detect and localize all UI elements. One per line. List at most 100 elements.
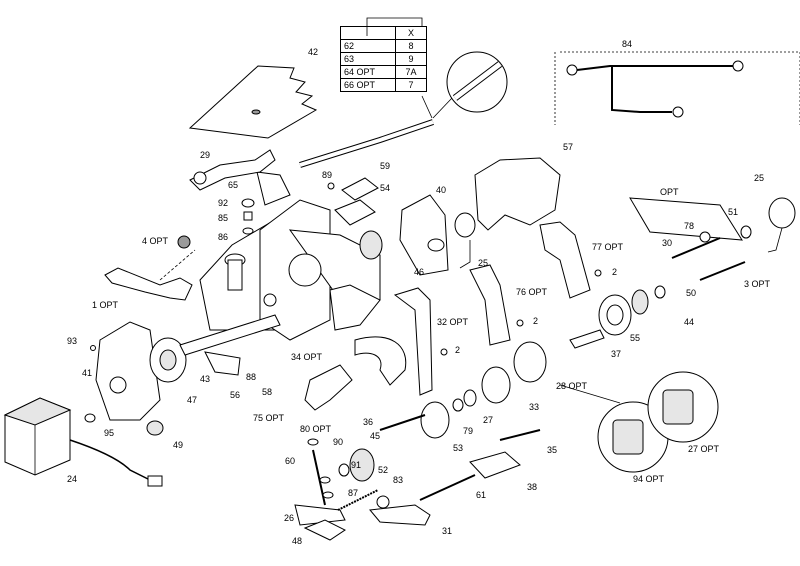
table-header-x: X (395, 26, 427, 40)
table-cell-x: 7A (395, 65, 427, 79)
part-25-wire (459, 240, 471, 269)
label-94-opt: 94 OPT (633, 474, 665, 484)
label-86: 86 (218, 232, 229, 242)
label-58: 58 (262, 387, 273, 397)
label-32-opt: 32 OPT (437, 317, 469, 327)
label-34-opt: 34 OPT (291, 352, 323, 362)
part-34-cover (329, 284, 381, 331)
part-77-bracket (539, 221, 591, 299)
part-25-sensor (454, 212, 476, 238)
label-36: 36 (363, 417, 374, 427)
label-25: 25 (754, 173, 765, 183)
label-91: 91 (351, 460, 362, 470)
part-85-screw (243, 211, 253, 221)
part-57-housing (474, 157, 561, 231)
part-86-washer (242, 227, 254, 235)
label-89: 89 (322, 170, 333, 180)
part-2-nut (594, 269, 602, 277)
label-55: 55 (630, 333, 641, 343)
label-43: 43 (200, 374, 211, 384)
label-85: 85 (218, 213, 229, 223)
label-30: 30 (662, 238, 673, 248)
label-28-opt: 28 OPT (556, 381, 588, 391)
label-87: 87 (348, 488, 359, 498)
part-59-block (341, 177, 379, 201)
label-79: 79 (463, 426, 474, 436)
label-77-opt: 77 OPT (592, 242, 624, 252)
table-cell-part: 66 OPT (340, 78, 396, 92)
label-61: 61 (476, 490, 487, 500)
table-cell-part: 63 (340, 52, 396, 66)
part-41-hole (109, 376, 127, 394)
part-4-knob (177, 235, 191, 249)
part-65-block (256, 171, 291, 206)
part-51-washer (740, 225, 752, 239)
part-25-sensor-b (768, 197, 796, 229)
part-40-hole (427, 238, 445, 252)
label-26: 26 (284, 513, 295, 523)
label-78: 78 (684, 221, 695, 231)
label-56: 56 (230, 390, 241, 400)
label-2: 2 (455, 345, 461, 355)
part-94-bracket (612, 419, 644, 455)
label-4-opt: 4 OPT (142, 236, 169, 246)
part-54-bracket (334, 199, 376, 226)
part-90-washer (338, 463, 350, 477)
label-25: 25 (478, 258, 489, 268)
label-92: 92 (218, 198, 229, 208)
label-2: 2 (612, 267, 618, 277)
label-opt: OPT (660, 187, 679, 197)
label-33: 33 (529, 402, 540, 412)
label-57: 57 (563, 142, 574, 152)
label-83: 83 (393, 475, 404, 485)
part-24-motor (3, 397, 163, 487)
label-37: 37 (611, 349, 622, 359)
main-housing (199, 199, 381, 341)
part-32-bracket (393, 287, 433, 396)
part-2-nut (440, 348, 448, 356)
part-55-hub (606, 304, 624, 326)
leader (559, 384, 621, 404)
label-80-opt: 80 OPT (300, 424, 332, 434)
part-62-cable-inner (299, 120, 434, 167)
part-43-shaft (179, 314, 281, 356)
table-row: 64 OPT 7A (340, 65, 427, 79)
label-93: 93 (67, 336, 78, 346)
label-75-opt: 75 OPT (253, 413, 285, 423)
part-84-harness (554, 51, 800, 125)
part-95-screw (84, 413, 96, 423)
part-46-gear (359, 230, 383, 260)
part-31-lever (369, 504, 431, 526)
part-49-knob (146, 420, 164, 436)
label-84: 84 (622, 39, 633, 49)
part-60-cap (307, 438, 319, 446)
label-40: 40 (436, 185, 447, 195)
part-48-link (303, 519, 346, 541)
table-row: 66 OPT 7 (340, 78, 427, 92)
label-24: 24 (67, 474, 78, 484)
label-88: 88 (246, 372, 257, 382)
label-51: 51 (728, 207, 739, 217)
part-50-washer (654, 285, 666, 299)
part-45-gear (349, 448, 375, 482)
part-27-bracket (662, 389, 694, 425)
table-cell-part: 62 (340, 39, 396, 53)
parts-cable-table: X 62 8 63 9 64 OPT 7A 66 OPT 7 (340, 26, 427, 92)
part-76-bracket (469, 264, 511, 346)
part-2-nut (516, 319, 524, 327)
part-25-wire-b (767, 227, 783, 253)
part-87-washer (322, 491, 334, 499)
part-35-rod (499, 429, 541, 441)
label-45: 45 (370, 431, 381, 441)
part-61-rod (419, 474, 476, 501)
part-3-rod (699, 261, 746, 281)
part-47-hub (159, 349, 177, 371)
label-60: 60 (285, 456, 296, 466)
part-33-pulley (481, 366, 511, 404)
part-29-pin (193, 171, 207, 185)
table-header-cell (340, 26, 396, 40)
part-52-spring (337, 489, 379, 511)
part-92-washer (241, 198, 255, 208)
label-53: 53 (453, 443, 464, 453)
